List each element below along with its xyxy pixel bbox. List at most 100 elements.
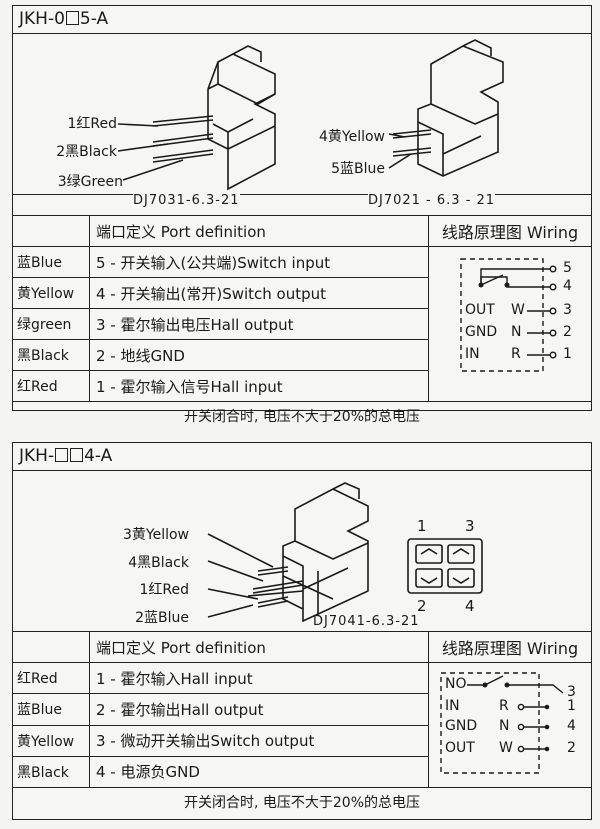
title-placeholder-box — [70, 448, 84, 462]
terminal-4: 4 — [563, 278, 572, 294]
signal-in: IN — [445, 698, 460, 714]
table-row: 红Red 1 - 霍尔输入信号Hall input — [13, 370, 591, 402]
signal-in: IN — [465, 346, 480, 362]
pin-label-5: 5蓝Blue — [331, 161, 385, 177]
header-wiring: 线路原理图 Wiring — [428, 215, 591, 247]
table-row: 蓝Blue 2 - 霍尔输出Hall output — [13, 693, 591, 726]
model-label: DJ7041-6.3-21 — [313, 614, 420, 629]
terminal-3: 3 — [567, 684, 576, 700]
table-header-row: 端口定义 Port definition 线路原理图 Wiring — [13, 632, 591, 663]
header-blank — [13, 632, 90, 663]
terminal-1: 1 — [563, 346, 572, 362]
signal-out-pin: W — [499, 740, 513, 756]
pin-label-1: 1红Red — [67, 116, 117, 132]
pin-label-4: 4黄Yellow — [318, 129, 385, 145]
connector-drawing: 3黄Yellow 4黑Black 1红Red 2蓝Blue DJ7041-6.3… — [13, 471, 591, 632]
no-contact-label: NO — [445, 676, 467, 692]
terminal-1: 1 — [567, 698, 576, 714]
connector-3pin-illustration — [117, 39, 504, 191]
title-placeholder-box — [65, 11, 79, 25]
face-number-2: 2 — [417, 597, 427, 615]
header-port-definition: 端口定义 Port definition — [89, 215, 429, 247]
wire-color: 黄Yellow — [13, 724, 90, 757]
port-definition: 3 - 霍尔输出电压Hall output — [89, 308, 429, 340]
panel-jkh-05a: JKH-0 5-A — [12, 5, 592, 430]
pin-label-3: 3黄Yellow — [122, 527, 189, 543]
signal-gnd-pin: N — [511, 324, 522, 340]
panel-title: JKH-0 5-A — [13, 6, 591, 34]
table-row: 黄Yellow 4 - 开关输出(常开)Switch output — [13, 277, 591, 309]
terminal-4: 4 — [567, 718, 576, 734]
port-definition: 3 - 微动开关输出Switch output — [89, 724, 429, 757]
connector-drawing: 1红Red 2黑Black 3绿Green DJ7031-6.3-21 4黄Ye… — [13, 34, 591, 208]
wiring-schematic — [460, 258, 557, 372]
header-wiring: 线路原理图 Wiring — [428, 632, 591, 663]
title-suffix: 5-A — [79, 9, 109, 29]
title-suffix: 4-A — [84, 446, 113, 466]
terminal-3: 3 — [563, 302, 572, 318]
closure-note: 开关闭合时, 电压不大于20%的总电压 — [13, 787, 591, 816]
signal-gnd-pin: N — [499, 718, 510, 734]
pin-label-3: 3绿Green — [57, 174, 123, 190]
signal-out: OUT — [465, 302, 495, 318]
note-row: 开关闭合时, 电压不大于20%的总电压 — [13, 401, 591, 430]
pin-label-2: 2黑Black — [56, 144, 117, 160]
table-row: 蓝Blue 5 - 开关输入(公共端)Switch input — [13, 246, 591, 402]
face-number-3: 3 — [465, 517, 475, 535]
table-header-row: 端口定义 Port definition 线路原理图 Wiring — [13, 215, 591, 247]
note-row: 开关闭合时, 电压不大于20%的总电压 — [13, 787, 591, 816]
port-definition-table: 端口定义 Port definition 线路原理图 Wiring 红Red 1… — [13, 632, 591, 816]
wire-color: 黑Black — [13, 339, 90, 371]
table-row: 黑Black 4 - 电源负GND — [13, 755, 591, 789]
port-definition: 2 - 地线GND — [89, 339, 429, 371]
port-definition: 1 - 霍尔输入Hall input — [89, 661, 429, 695]
wiring-diagram-cell: NO 3 1 4 2 IN R GND N OUT W — [428, 662, 591, 788]
wiring-diagram-cell: 5 4 3 2 1 OUT W GND N IN R — [428, 246, 591, 402]
pin-label-4: 4黑Black — [128, 555, 189, 571]
wire-color: 蓝Blue — [13, 246, 90, 278]
signal-in-pin: R — [499, 698, 509, 714]
wire-color: 黑Black — [13, 755, 90, 789]
wiring-schematic — [440, 672, 564, 774]
face-number-1: 1 — [417, 517, 427, 535]
table-row: 绿green 3 - 霍尔输出电压Hall output — [13, 308, 591, 340]
connector-4pin-illustration — [207, 482, 483, 623]
terminal-5: 5 — [563, 260, 572, 276]
table-row: 黑Black 2 - 地线GND — [13, 339, 591, 371]
wire-color: 红Red — [13, 661, 90, 695]
signal-gnd: GND — [465, 324, 498, 340]
pin-label-2: 2蓝Blue — [135, 610, 189, 626]
pin-label-1: 1红Red — [139, 582, 189, 598]
title-prefix: JKH- — [19, 446, 55, 466]
header-port-definition: 端口定义 Port definition — [89, 632, 429, 663]
wire-color: 黄Yellow — [13, 277, 90, 309]
port-definition: 5 - 开关输入(公共端)Switch input — [89, 246, 429, 278]
panel-jkh-4a: JKH- 4-A — [12, 442, 592, 820]
model-label-left: DJ7031-6.3-21 — [133, 193, 240, 208]
wire-color: 蓝Blue — [13, 693, 90, 726]
signal-in-pin: R — [511, 346, 521, 362]
port-definition: 4 - 开关输出(常开)Switch output — [89, 277, 429, 309]
port-definition: 1 - 霍尔输入信号Hall input — [89, 370, 429, 402]
port-definition-table: 端口定义 Port definition 线路原理图 Wiring 蓝Blue … — [13, 215, 591, 430]
title-placeholder-box — [55, 448, 69, 462]
table-row: 红Red 1 - 霍尔输入Hall input — [13, 661, 591, 788]
wiring-diagram: NO 3 1 4 2 IN R GND N OUT W — [429, 663, 591, 787]
wiring-diagram: 5 4 3 2 1 OUT W GND N IN R — [429, 247, 591, 397]
signal-out-pin: W — [511, 302, 525, 318]
table-row: 黄Yellow 3 - 微动开关输出Switch output — [13, 724, 591, 757]
closure-note: 开关闭合时, 电压不大于20%的总电压 — [13, 401, 591, 430]
port-definition: 4 - 电源负GND — [89, 755, 429, 789]
signal-gnd: GND — [445, 718, 478, 734]
terminal-2: 2 — [567, 740, 576, 756]
port-definition: 2 - 霍尔输出Hall output — [89, 693, 429, 726]
header-blank — [13, 215, 90, 247]
face-number-4: 4 — [465, 597, 475, 615]
panel-title: JKH- 4-A — [13, 443, 591, 471]
model-label-right: DJ7021 - 6.3 - 21 — [368, 193, 496, 208]
terminal-2: 2 — [563, 324, 572, 340]
signal-out: OUT — [445, 740, 475, 756]
title-prefix: JKH-0 — [19, 9, 65, 29]
wire-color: 绿green — [13, 308, 90, 340]
wire-color: 红Red — [13, 370, 90, 402]
